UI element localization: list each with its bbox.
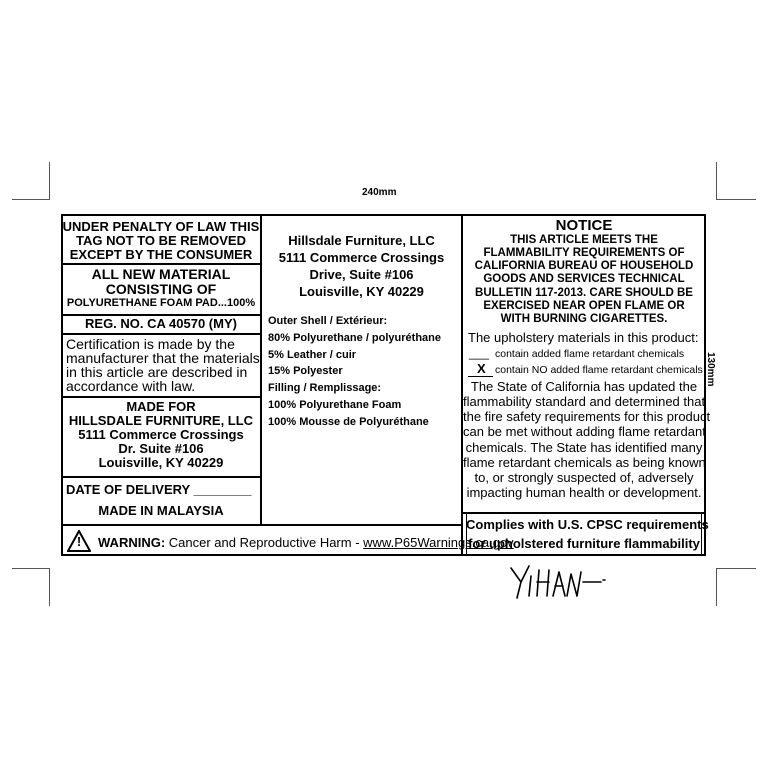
crop-mark (12, 568, 50, 569)
signature (510, 565, 606, 599)
divider (61, 314, 261, 316)
divider (61, 524, 462, 526)
cpsc-line: for upholstered furniture flammability (468, 536, 700, 551)
made-for-line: MADE FOR (126, 399, 196, 414)
state-line: can be met without adding flame retardan… (463, 424, 706, 439)
crop-mark (716, 568, 717, 606)
crop-mark (12, 199, 50, 200)
divider (466, 514, 467, 554)
divider (260, 214, 262, 525)
crop-mark (716, 162, 717, 200)
height-dimension: 130mm (705, 352, 716, 387)
company-line: Hillsdale Furniture, LLC (288, 233, 435, 248)
state-line: chemicals. The State has identified many (465, 440, 703, 455)
warning-symbol: ! (76, 534, 82, 549)
divider (461, 214, 463, 556)
penalty-line: EXCEPT BY THE CONSUMER (69, 247, 253, 262)
notice-line: FLAMMABILITY REQUIREMENTS OF (483, 247, 685, 259)
contents-line: 100% Mousse de Polyuréthane (268, 416, 429, 428)
made-in: MADE IN MALAYSIA (98, 503, 224, 518)
divider (61, 263, 261, 265)
material-line: POLYURETHANE FOAM PAD...100% (66, 297, 256, 309)
crop-mark (716, 568, 756, 569)
state-line: flame retardant chemicals as being known (463, 455, 706, 470)
law-label (61, 214, 706, 556)
cpsc-line: Complies with U.S. CPSC requirements (466, 517, 709, 532)
notice-line: THIS ARTICLE MEETS THE (510, 234, 658, 246)
contents-line: 5% Leather / cuir (268, 349, 357, 361)
notice-title: NOTICE (555, 217, 613, 234)
date-of-delivery: DATE OF DELIVERY ________ (66, 482, 252, 497)
warning-text: WARNING: Cancer and Reproductive Harm - … (98, 536, 514, 549)
contents-line: Outer Shell / Extérieur: (268, 315, 388, 327)
contents-line: Filling / Remplissage: (268, 382, 382, 394)
contents-line: 80% Polyurethane / polyuréthane (268, 332, 441, 344)
made-for-line: Louisville, KY 40229 (98, 455, 224, 470)
divider (61, 396, 261, 398)
notice-line: EXERCISED NEAR OPEN FLAME OR (483, 300, 685, 312)
divider (61, 333, 261, 335)
contents-line: 15% Polyester (268, 365, 343, 377)
penalty-line: TAG NOT TO BE REMOVED (76, 233, 246, 248)
warning-icon (67, 530, 91, 552)
certification-line: manufacturer that the materials (66, 350, 260, 366)
notice-line: BULLETIN 117-2013. CARE SHOULD BE (475, 287, 693, 299)
all-new-line: ALL NEW MATERIAL (91, 266, 231, 282)
option-added-blank: ___ (469, 346, 490, 360)
option-none-underline (468, 376, 493, 377)
width-dimension: 240mm (362, 187, 397, 198)
penalty-line: UNDER PENALTY OF LAW THIS (62, 219, 260, 234)
certification-line: Certification is made by the (66, 336, 235, 352)
state-line: impacting human health or development. (466, 485, 702, 500)
made-for-line: Dr. Suite #106 (118, 441, 204, 456)
crop-mark (49, 162, 50, 200)
certification-line: accordance with law. (66, 378, 196, 394)
company-line: Louisville, KY 40229 (299, 284, 424, 299)
warning-label: WARNING: (98, 535, 166, 550)
notice-line: CALIFORNIA BUREAU OF HOUSEHOLD (474, 260, 694, 272)
notice-line: GOODS AND SERVICES TECHNICAL (483, 273, 685, 285)
made-for-line: 5111 Commerce Crossings (78, 427, 244, 442)
state-line: to, or strongly suspected of, adversely (474, 470, 694, 485)
divider (461, 512, 706, 514)
crop-mark (49, 568, 50, 606)
reg-no: REG. NO. CA 40570 (MY) (85, 316, 237, 331)
option-added-text: contain added flame retardant chemicals (495, 348, 685, 360)
warning-body: Cancer and Reproductive Harm - (165, 535, 364, 550)
state-line: the fire safety requirements for this pr… (463, 409, 711, 424)
divider (701, 514, 702, 554)
company-line: Drive, Suite #106 (309, 267, 414, 282)
option-none-mark: X (477, 361, 486, 376)
made-for-line: HILLSDALE FURNITURE, LLC (68, 413, 254, 428)
all-new-line: CONSISTING OF (105, 281, 217, 297)
notice-line: WITH BURNING CIGARETTES. (500, 313, 668, 325)
state-line: The State of California has updated the (470, 379, 698, 394)
p65-link[interactable]: www.P65Warnings.ca.gov (363, 535, 514, 550)
upholstery-intro: The upholstery materials in this product… (468, 330, 699, 345)
state-line: flammability standard and determined tha… (463, 394, 706, 409)
certification-line: in this article are described in (66, 364, 248, 380)
option-none-text: contain NO added flame retardant chemica… (495, 364, 703, 376)
crop-mark (716, 199, 756, 200)
company-line: 5111 Commerce Crossings (278, 250, 445, 265)
divider (61, 476, 261, 478)
contents-line: 100% Polyurethane Foam (268, 399, 402, 411)
